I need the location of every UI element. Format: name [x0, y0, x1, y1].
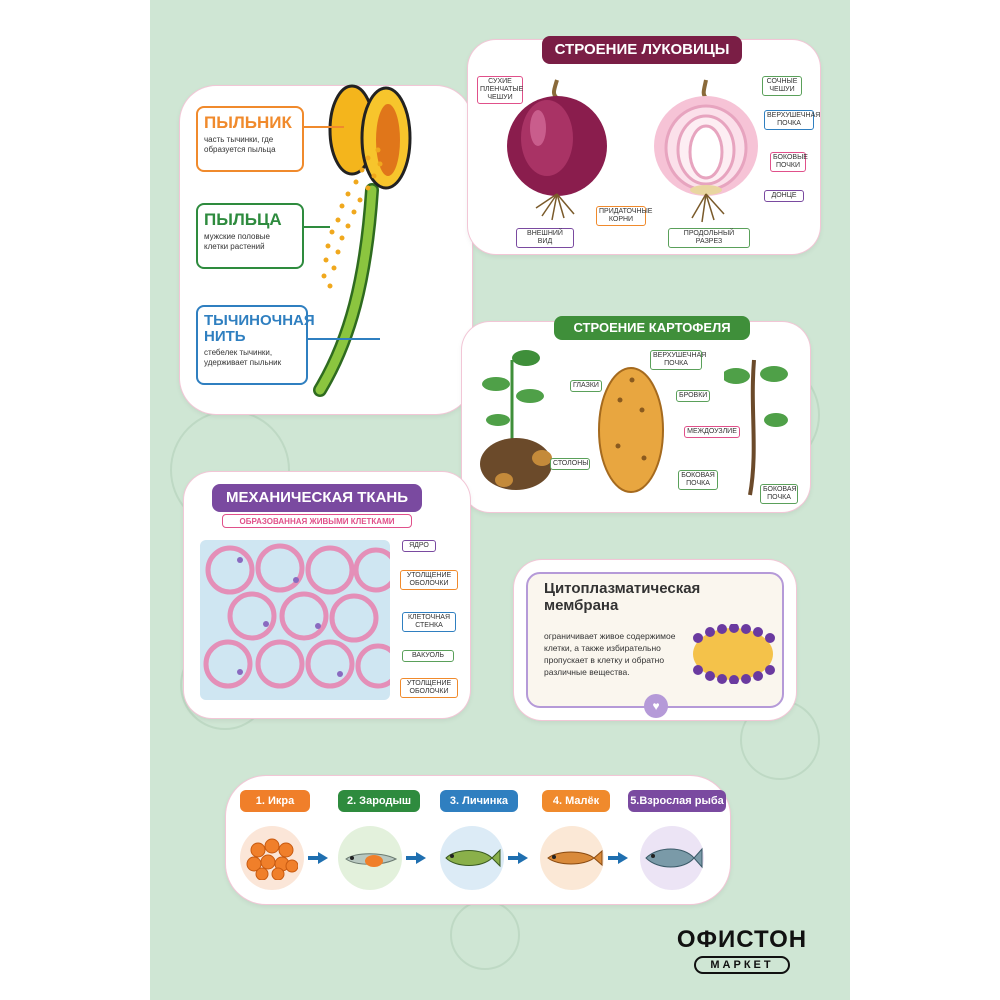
filament-desc: стебелек тычинки, удерживает пыльник: [204, 348, 282, 367]
potato-apical-bud-label: ВЕРХУШЕЧНАЯ ПОЧКА: [650, 350, 706, 370]
onion-juicy-scales-label: СОЧНЫЕ ЧЕШУИ: [762, 76, 802, 96]
embryo-illustration: [345, 853, 398, 867]
membrane-illustration: [693, 624, 775, 684]
pollen-label-box: ПЫЛЬЦА мужские половые клетки растений: [196, 203, 304, 269]
tissue-cell-wall-label: КЛЕТОЧНАЯ СТЕНКА: [402, 612, 456, 632]
stage-label-4: 4. Малёк: [542, 790, 610, 812]
pollen-connector: [304, 226, 330, 228]
onion-exterior-label: ВНЕШНИЙ ВИД: [516, 228, 574, 248]
fry-illustration: [547, 849, 603, 867]
onion-dry-scales-label: СУХИЕ ПЛЕНЧАТЫЕ ЧЕШУИ: [477, 76, 523, 104]
arrow-stem: [608, 856, 620, 860]
arrow-stem: [508, 856, 520, 860]
tissue-cells-illustration: [200, 540, 390, 700]
onion-adventitious-roots-label: ПРИДАТОЧНЫЕ КОРНИ: [596, 206, 652, 226]
stage-label-5: 5.Взрослая рыба: [628, 790, 726, 812]
potato-lateral-bud-label: БОКОВАЯ ПОЧКА: [678, 470, 718, 490]
filament-connector: [308, 338, 380, 340]
stage-label-2: 2. Зародыш: [338, 790, 420, 812]
arrow-right-icon: [618, 852, 628, 864]
arrow-stem: [308, 856, 320, 860]
tissue-subtitle: ОБРАЗОВАННАЯ ЖИВЫМИ КЛЕТКАМИ: [222, 514, 412, 528]
stage-label-3: 3. Личинка: [440, 790, 518, 812]
stamen-illustration: [313, 84, 412, 397]
tissue-thickening-label-2: УТОЛЩЕНИЕ ОБОЛОЧКИ: [400, 678, 458, 698]
filament-label-box: ТЫЧИНОЧНАЯ НИТЬ стебелек тычинки, удержи…: [196, 305, 315, 385]
heart-icon: ♥: [644, 694, 668, 718]
filament-title: ТЫЧИНОЧНАЯ НИТЬ: [204, 312, 315, 345]
arrow-stem: [406, 856, 418, 860]
onion-apical-bud-label: ВЕРХУШЕЧНАЯ ПОЧКА: [764, 110, 820, 130]
potato-tuber-illustration: [598, 367, 664, 493]
membrane-title: Цитоплазматическая мембрана: [544, 580, 701, 614]
potato-title: СТРОЕНИЕ КАРТОФЕЛЯ: [554, 316, 750, 340]
onion-lateral-buds-label: БОКОВЫЕ ПОЧКИ: [770, 152, 808, 172]
anther-label-box: ПЫЛЬНИК часть тычинки, где образуется пы…: [196, 106, 304, 172]
potato-plant-illustration: [480, 350, 552, 490]
pollen-title: ПЫЛЬЦА: [204, 210, 282, 229]
eggs-illustration: [246, 838, 298, 880]
onion-title: СТРОЕНИЕ ЛУКОВИЦЫ: [542, 36, 742, 64]
pollen-desc: мужские половые клетки растений: [204, 232, 270, 251]
brand-name: ОФИСТОН: [676, 926, 808, 953]
sticker-sheet: ПЫЛЬНИК часть тычинки, где образуется пы…: [150, 0, 850, 1000]
brand-logo: ОФИСТОН МАРКЕТ: [662, 926, 822, 986]
potato-stem-illustration: [724, 359, 788, 496]
onion-section-label: ПРОДОЛЬНЫЙ РАЗРЕЗ: [668, 228, 750, 248]
membrane-desc: ограничивает живое содержимое клетки, а …: [544, 631, 676, 677]
potato-internode-label: МЕЖДОУЗЛИЕ: [684, 426, 740, 438]
tissue-vacuole-label: ВАКУОЛЬ: [402, 650, 454, 662]
adult-fish-illustration: [645, 847, 703, 869]
arrow-right-icon: [518, 852, 528, 864]
potato-stolons-label: СТОЛОНЫ: [550, 458, 590, 470]
anther-title: ПЫЛЬНИК: [204, 113, 292, 132]
potato-eyes-label: ГЛАЗКИ: [570, 380, 602, 392]
pollen-grains: [321, 147, 383, 289]
anther-connector: [304, 126, 344, 128]
onion-exterior-illustration: [507, 79, 607, 221]
tissue-nucleus-label: ЯДРО: [402, 540, 436, 552]
tissue-thickening-label-1: УТОЛЩЕНИЕ ОБОЛОЧКИ: [400, 570, 458, 590]
fish-stages: 1. Икра 2. Зародыш 3. Личинка 4. Малёк 5…: [150, 0, 850, 1000]
potato-brows-label: БРОВКИ: [676, 390, 710, 402]
anther-desc: часть тычинки, где образуется пыльца: [204, 135, 276, 154]
larva-illustration: [445, 848, 501, 868]
stage-label-1: 1. Икра: [240, 790, 310, 812]
onion-section-illustration: [654, 79, 758, 223]
arrow-right-icon: [416, 852, 426, 864]
brand-sub: МАРКЕТ: [694, 956, 790, 974]
arrow-right-icon: [318, 852, 328, 864]
onion-bottom-label: ДОНЦЕ: [764, 190, 804, 202]
tissue-title: МЕХАНИЧЕСКАЯ ТКАНЬ: [212, 484, 422, 512]
potato-stem-lateral-bud-label: БОКОВАЯ ПОЧКА: [760, 484, 798, 504]
